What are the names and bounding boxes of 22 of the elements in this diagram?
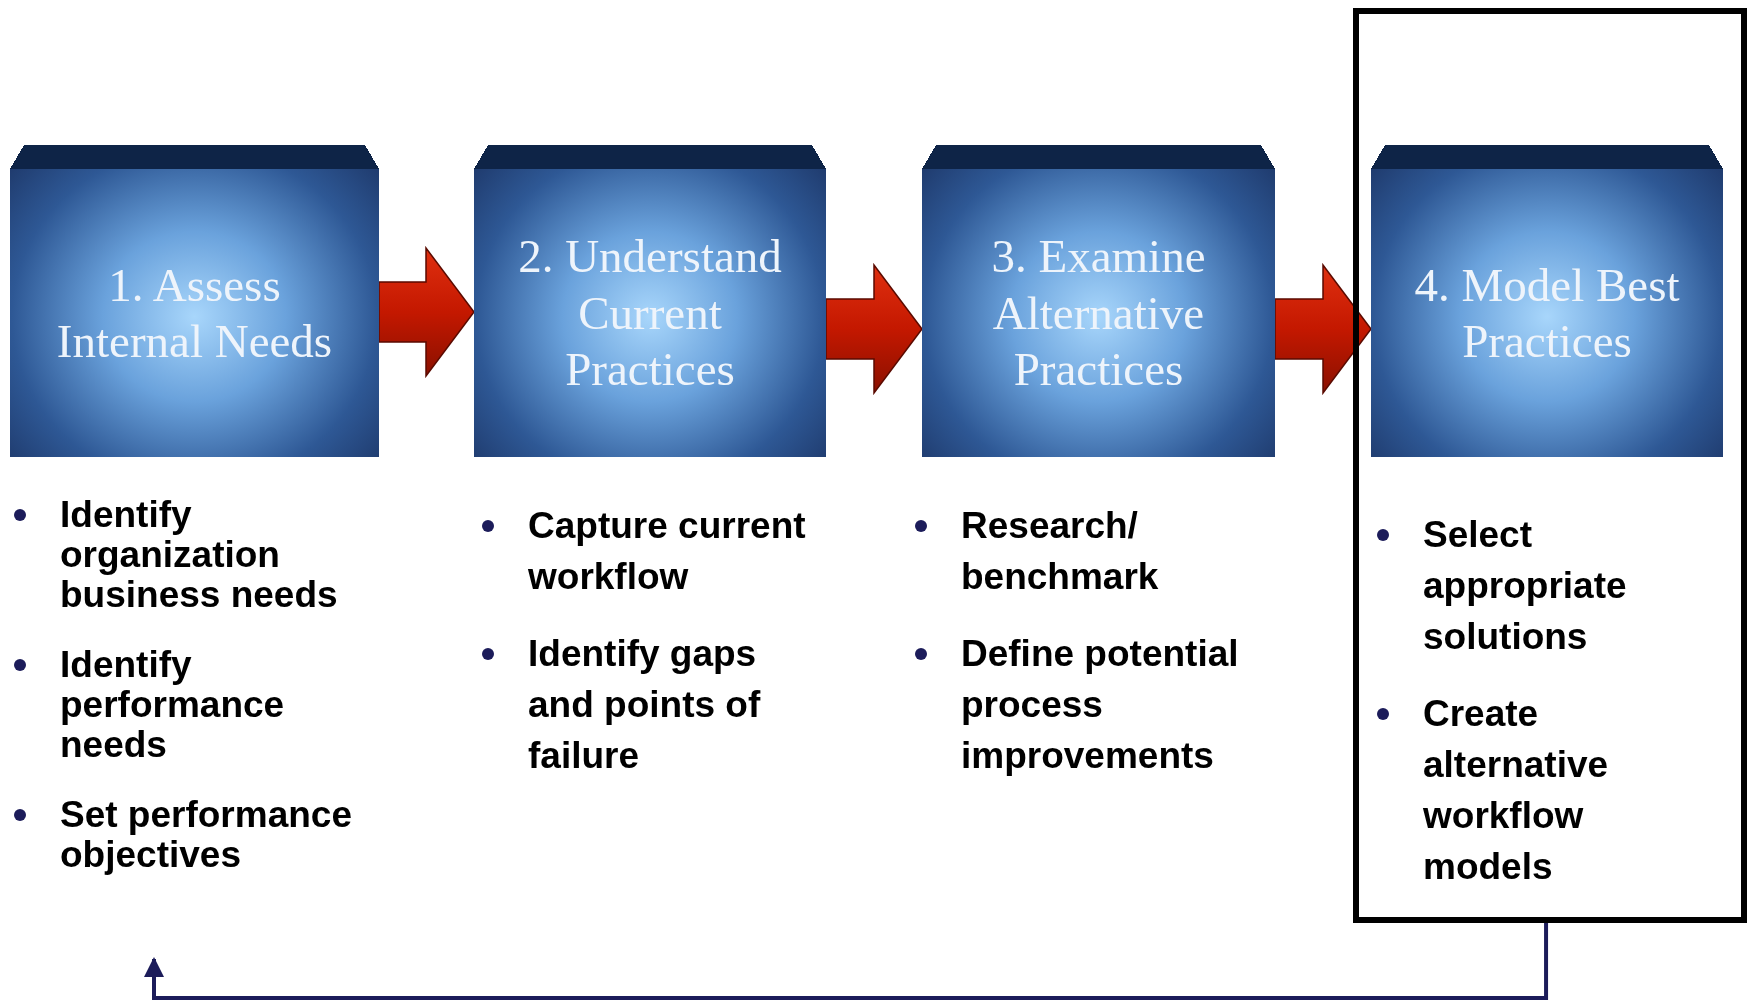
step-box <box>10 145 379 457</box>
step-title: 4. Model Best Practices <box>1413 257 1681 369</box>
bullet-item: Capture current workflow <box>478 500 818 602</box>
step-box <box>922 145 1275 457</box>
bullet-item: Identify gaps and points of failure <box>478 628 818 781</box>
bullet-item: Create alternative workflow models <box>1373 688 1703 892</box>
feedback-arrow <box>144 923 1549 1000</box>
step-title: 2. Understand Current Practices <box>517 229 783 398</box>
frame-box <box>1353 8 1747 923</box>
step-box <box>474 145 826 457</box>
bullet-item: Identify performance needs <box>10 645 370 765</box>
block-arrow <box>378 245 475 379</box>
bullet-item: Set performance objectives <box>10 795 370 875</box>
bullet-item: Define potential process improvements <box>911 628 1331 781</box>
block-arrow <box>1274 262 1372 396</box>
step-box <box>1371 145 1723 457</box>
bullet-item: Select appropriate solutions <box>1373 509 1703 662</box>
block-arrow <box>825 262 923 396</box>
step-title: 1. Assess Internal Needs <box>55 257 334 369</box>
bullet-item: Research/ benchmark <box>911 500 1331 602</box>
step-title: 3. Examine Alternative Practices <box>990 229 1207 398</box>
bullet-item: Identify organization business needs <box>10 495 370 615</box>
